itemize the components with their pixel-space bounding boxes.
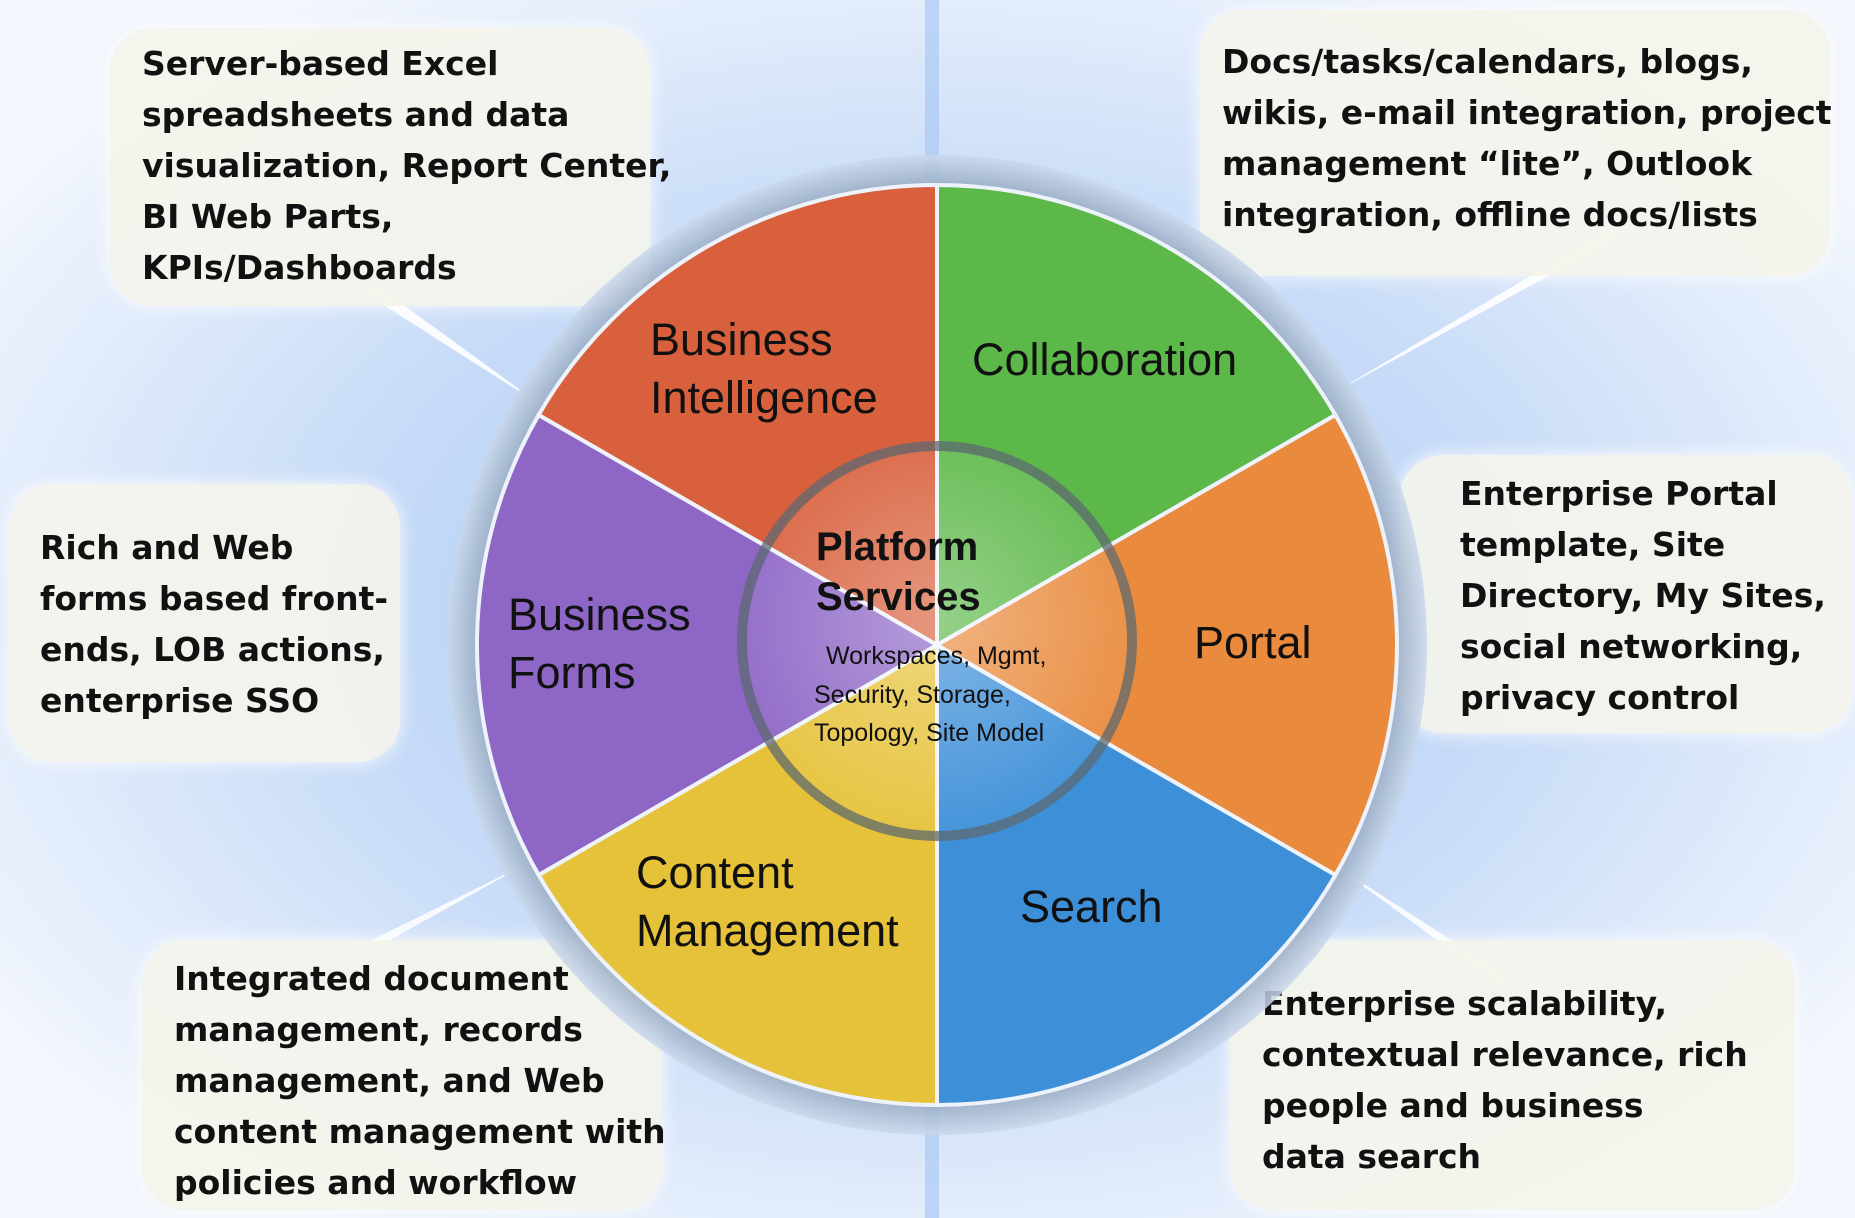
callout-line: spreadsheets and data [142,95,570,134]
callout-line: enterprise SSO [40,681,320,720]
segment-business-forms [475,412,942,878]
callout-line: integration, offline docs/lists [1222,195,1758,234]
center-subtitle-line: Security, Storage, [814,681,1011,709]
callout-line: BI Web Parts, [142,197,394,236]
segment-label-business-intelligence: Intelligence [650,372,878,423]
callout-line: KPIs/Dashboards [142,248,457,287]
callout-search: Enterprise scalability, contextual relev… [1262,978,1748,1182]
callout-line: management, records [174,1010,583,1049]
callout-line: forms based front- [40,579,389,618]
callout-line: data search [1262,1137,1482,1176]
segment-portal [933,412,1399,878]
segment-label-search: Search [1020,881,1163,932]
hub-circle [747,451,1127,831]
callout-box-portal [1400,455,1852,733]
callout-line: social networking, [1460,627,1803,666]
callout-business-forms: Rich and Web forms based front- ends, LO… [40,522,388,726]
callout-line: Enterprise Portal [1460,474,1778,513]
segment-label-business-intelligence: Business [650,314,833,365]
callout-line: management “lite”, Outlook [1222,144,1753,183]
callout-line: Rich and Web [40,528,294,567]
callout-box-business-forms [10,484,400,762]
callout-line: Server-based Excel [142,44,499,83]
segment-label-business-forms: Forms [508,647,636,698]
callout-line: Directory, My Sites, [1460,576,1826,615]
callout-line: Enterprise scalability, [1262,984,1668,1023]
pointer-bi [357,282,545,408]
callout-business-intelligence: Server-based Excel spreadsheets and data… [142,38,671,293]
segment-label-business-forms: Business [508,589,691,640]
segment-label-content-management: Management [636,905,899,956]
callout-line: contextual relevance, rich [1262,1035,1748,1074]
callout-line: Docs/tasks/calendars, blogs, [1222,42,1753,81]
callout-line: people and business [1262,1086,1644,1125]
callout-box-content-management [142,940,662,1210]
pointer-content [360,862,530,950]
center-subtitle-line: Workspaces, Mgmt, [826,642,1046,670]
callout-portal: Enterprise Portal template, Site Directo… [1460,468,1826,723]
callout-box-collaboration [1200,10,1830,276]
callout-line: Integrated document [174,959,569,998]
callout-line: visualization, Report Center, [142,146,672,185]
callout-line: privacy control [1460,678,1740,717]
callout-content-management: Integrated document management, records … [174,953,666,1208]
segment-label-portal: Portal [1194,617,1312,668]
center-subtitle-line: Topology, Site Model [814,719,1044,747]
hub-ring [737,441,1137,841]
center-title-line: Platform [816,525,978,569]
callout-line: wikis, e-mail integration, project [1222,93,1832,132]
center-title-line: Services [816,575,981,619]
segment-label-content-management: Content [636,847,794,898]
callout-line: content management with [174,1112,666,1151]
callout-box-business-intelligence [110,28,650,306]
callout-line: template, Site [1460,525,1726,564]
callout-line: policies and workflow [174,1163,578,1202]
callout-line: management, and Web [174,1061,605,1100]
callout-line: ends, LOB actions, [40,630,385,669]
callout-box-search [1230,940,1795,1210]
segment-label-collaboration: Collaboration [972,334,1237,385]
callout-collaboration: Docs/tasks/calendars, blogs, wikis, e-ma… [1222,36,1832,240]
